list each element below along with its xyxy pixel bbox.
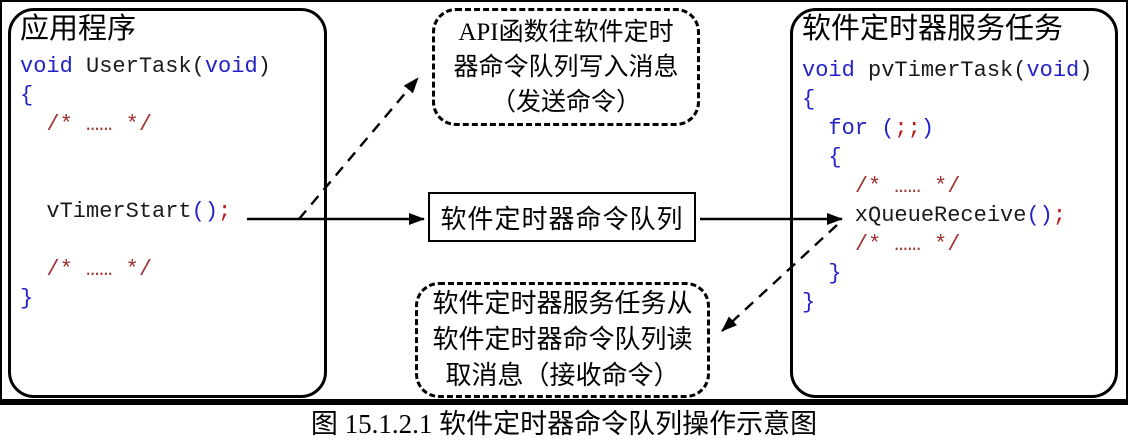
diagram-frame (0, 0, 1128, 405)
code-line: } (20, 286, 34, 311)
code-line: xQueueReceive(); (802, 203, 1067, 228)
timer-command-queue-box: 软件定时器命令队列 (428, 192, 696, 242)
code-line: { (20, 83, 34, 108)
code-line: void pvTimerTask(void) (802, 58, 1093, 83)
timer-command-queue-label: 软件定时器命令队列 (440, 204, 684, 234)
timer-service-task-box (790, 8, 1118, 398)
send-command-note-line: API函数往软件定时 (458, 18, 674, 46)
receive-command-note-line: 软件定时器服务任务从 (432, 289, 693, 318)
application-code: void UserTask(void) { /* …… */ vTimerStar… (20, 52, 271, 313)
send-command-note: API函数往软件定时 器命令队列写入消息 （发送命令） (432, 8, 700, 126)
code-line: /* …… */ (854, 232, 961, 257)
code-line: for (;;) (828, 116, 935, 141)
code-line: /* …… */ (46, 257, 153, 282)
code-line: vTimerStart(); (20, 199, 232, 224)
receive-command-note: 软件定时器服务任务从 软件定时器命令队列读 取消息（接收命令） (415, 282, 710, 398)
code-line (20, 226, 271, 255)
timer-service-task-code: void pvTimerTask(void) { for (;;) { /* ……… (802, 56, 1092, 317)
receive-command-note-line: 取消息（接收命令） (445, 361, 680, 390)
application-box-title: 应用程序 (20, 13, 137, 45)
code-line: void UserTask(void) (20, 54, 271, 79)
code-line: /* …… */ (854, 174, 961, 199)
code-line: /* …… */ (46, 112, 153, 137)
code-line: { (802, 145, 842, 170)
send-command-note-line: （发送命令） (490, 88, 641, 116)
code-line: { (802, 87, 816, 112)
code-line: } (802, 261, 842, 286)
code-line: } (802, 290, 816, 315)
send-command-note-line: 器命令队列写入消息 (453, 53, 679, 81)
code-line (20, 139, 271, 168)
code-line (20, 168, 271, 197)
receive-command-note-line: 软件定时器命令队列读 (432, 325, 693, 354)
timer-service-task-title: 软件定时器服务任务 (802, 13, 1064, 45)
figure-caption: 图 15.1.2.1 软件定时器命令队列操作示意图 (310, 409, 818, 439)
